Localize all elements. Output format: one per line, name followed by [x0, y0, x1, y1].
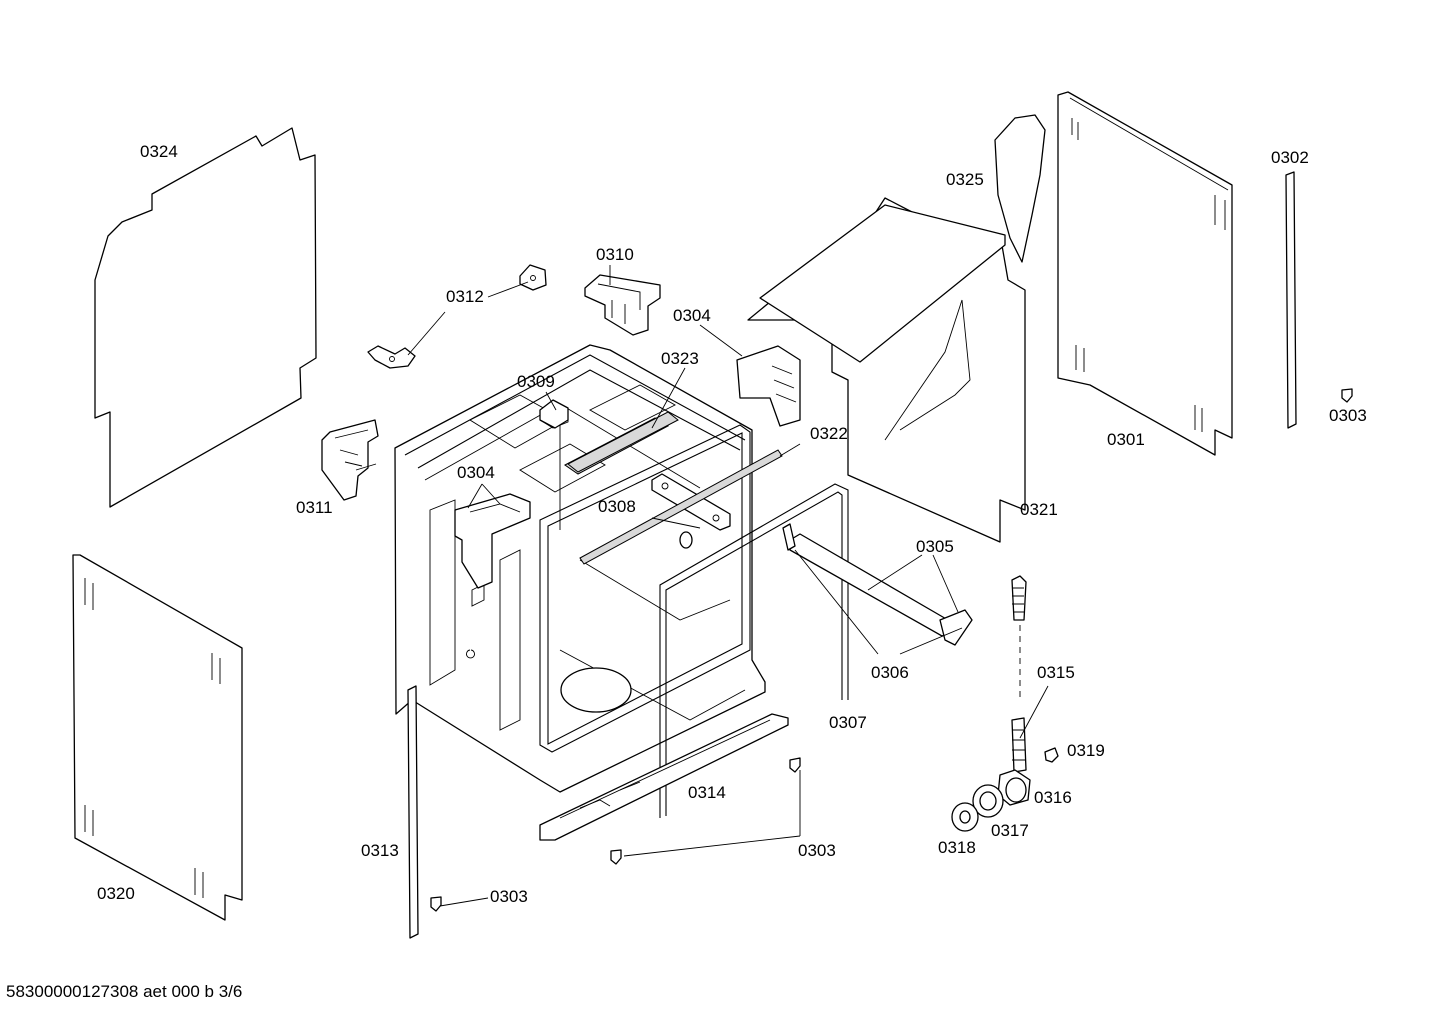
- part-0303-screws: [430, 388, 1353, 912]
- part-0301-side-panel: [1057, 91, 1233, 456]
- label-0318: 0318: [938, 838, 976, 857]
- part-0305-rail: [782, 523, 973, 646]
- part-0325-insulation: [994, 114, 1046, 263]
- label-0311: 0311: [296, 498, 333, 517]
- label-0325: 0325: [946, 170, 984, 189]
- label-0306: 0306: [871, 663, 909, 682]
- label-0319: 0319: [1067, 741, 1105, 760]
- label-0302: 0302: [1271, 148, 1309, 167]
- label-0317: 0317: [991, 821, 1029, 840]
- part-0317-nut: [972, 784, 1004, 818]
- part-0312-brackets: [367, 264, 547, 369]
- label-0313: 0313: [361, 841, 399, 860]
- part-0310-clip: [584, 274, 661, 336]
- part-0319-screw: [1044, 747, 1059, 763]
- part-0313-strip: [407, 685, 419, 939]
- label-0322: 0322: [810, 424, 848, 443]
- label-0304-lower: 0304: [457, 463, 495, 482]
- part-0304-clip-right: [736, 345, 801, 427]
- part-0318-washer: [951, 802, 979, 832]
- label-0303-middle: 0303: [798, 841, 836, 860]
- label-0304-upper: 0304: [673, 306, 711, 325]
- part-0324-side-panel: [94, 127, 317, 508]
- part-0320-side-panel: [72, 554, 243, 921]
- label-0323: 0323: [661, 349, 699, 368]
- part-0322-strip: [579, 449, 783, 565]
- part-0315-hose: [1011, 575, 1027, 773]
- label-0303-right: 0303: [1329, 406, 1367, 425]
- label-0301: 0301: [1107, 430, 1145, 449]
- part-0323-strip: [567, 411, 679, 473]
- label-0324: 0324: [140, 142, 178, 161]
- leader-lines: [407, 265, 1049, 907]
- label-0321: 0321: [1020, 500, 1058, 519]
- label-0307: 0307: [829, 713, 867, 732]
- part-0314-plinth: [539, 713, 789, 841]
- label-0305: 0305: [916, 537, 954, 556]
- label-0320: 0320: [97, 884, 135, 903]
- part-0309-clip: [539, 399, 569, 429]
- label-0314: 0314: [688, 783, 726, 802]
- part-tub-body: [394, 344, 766, 793]
- part-0311-clip: [321, 419, 379, 501]
- label-0316: 0316: [1034, 788, 1072, 807]
- part-0302-strip: [1285, 171, 1297, 429]
- label-0315: 0315: [1037, 663, 1075, 682]
- label-0310: 0310: [596, 245, 634, 264]
- label-0312: 0312: [446, 287, 484, 306]
- part-door-frame: [539, 424, 751, 753]
- document-footer-id: 58300000127308 aet 000 b 3/6: [6, 982, 243, 1001]
- label-0309: 0309: [517, 372, 555, 391]
- part-0321-side-panel: [747, 197, 1026, 543]
- label-0303-lower: 0303: [490, 887, 528, 906]
- label-0308: 0308: [598, 497, 636, 516]
